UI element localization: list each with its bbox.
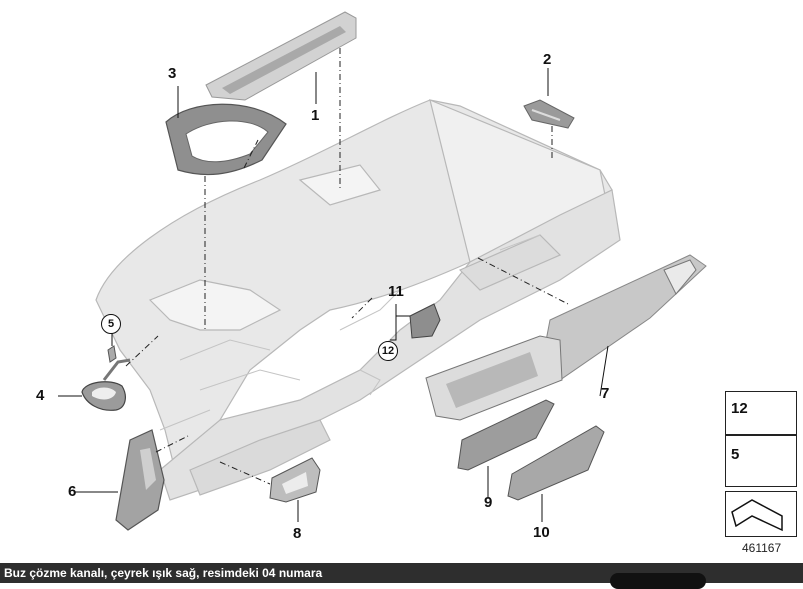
instrument-panel-body <box>95 98 621 501</box>
caption-pill <box>610 573 706 589</box>
part-2-vent-right <box>523 99 575 129</box>
legend-item-arrow <box>725 491 797 537</box>
diagram-number: 461167 <box>742 541 782 555</box>
parts-diagram <box>58 11 787 532</box>
part-8-bracket <box>269 457 321 503</box>
part-4-defroster-duct <box>81 358 131 411</box>
legend-item-5: 5 <box>725 435 797 487</box>
part-9-cover <box>457 399 555 471</box>
caption-text: Buz çözme kanalı, çeyrek ışık sağ, resim… <box>4 566 323 580</box>
assembly-lines <box>125 48 571 485</box>
callout-7: 7 <box>601 385 610 402</box>
part-10-cover <box>507 425 605 501</box>
legend-item-12: 12 <box>725 391 797 435</box>
panel-ribs <box>159 234 541 431</box>
callout-6: 6 <box>68 483 77 500</box>
callout-8: 8 <box>293 525 302 542</box>
part-3-cluster-hood <box>165 103 287 176</box>
legend-label-5: 5 <box>731 446 740 463</box>
callout-3: 3 <box>168 65 177 82</box>
callout-5: 5 <box>101 314 121 334</box>
center-trim-frame <box>425 335 563 421</box>
part-11-bracket <box>409 303 441 339</box>
legend-label-12: 12 <box>731 400 748 417</box>
part-5-clip <box>107 345 117 363</box>
callout-4: 4 <box>36 387 45 404</box>
part-1-defroster-vent <box>205 11 357 101</box>
leader-lines <box>58 68 609 522</box>
callout-2: 2 <box>543 51 552 68</box>
arrow-icon <box>731 499 783 532</box>
callout-11: 11 <box>388 283 404 300</box>
callout-1: 1 <box>311 107 320 124</box>
callout-10: 10 <box>533 524 550 541</box>
callout-9: 9 <box>484 494 493 511</box>
part-6-side-cover <box>115 429 165 531</box>
callout-12: 12 <box>378 341 398 361</box>
caption-bar: Buz çözme kanalı, çeyrek ışık sağ, resim… <box>0 563 803 583</box>
